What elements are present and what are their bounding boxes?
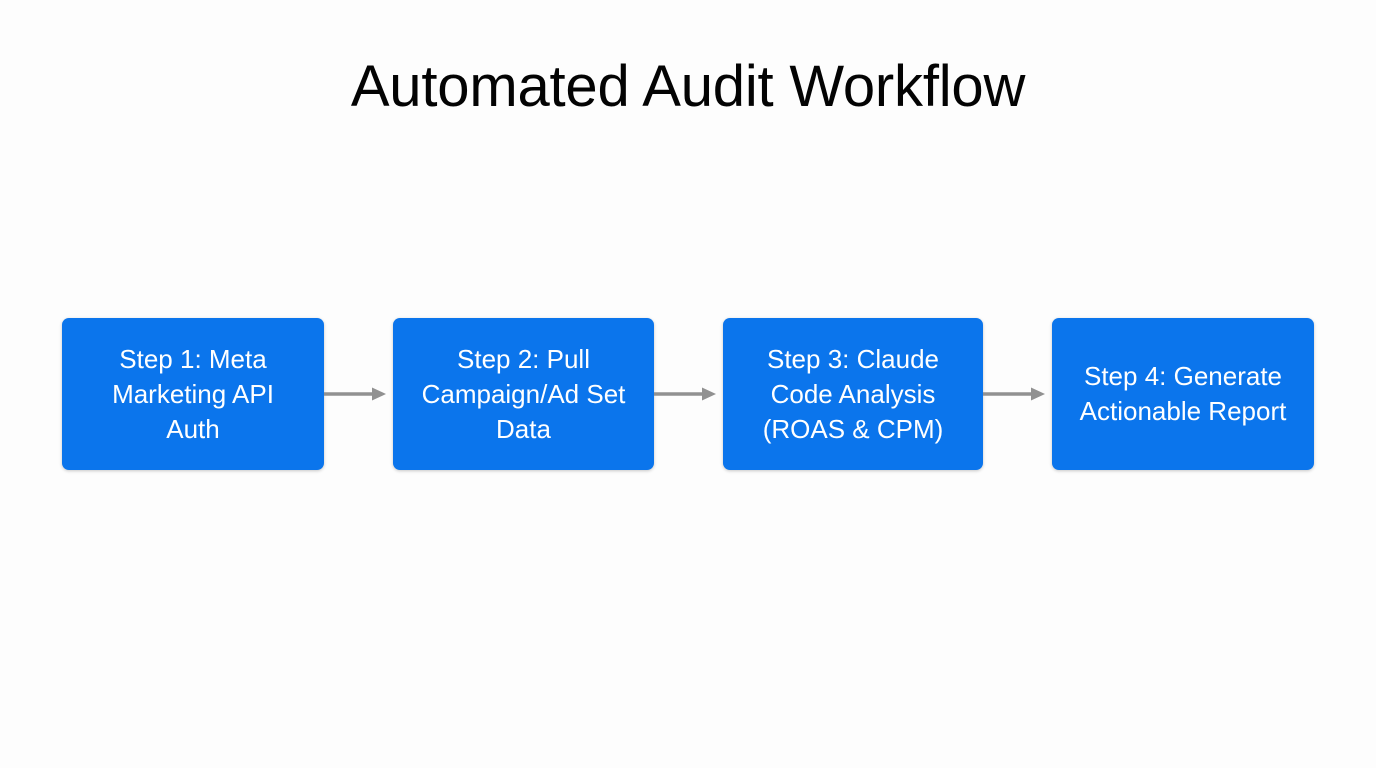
flow-node-step-2[interactable]: Step 2: Pull Campaign/Ad Set Data (393, 318, 654, 470)
page-title: Automated Audit Workflow (350, 54, 1026, 119)
flow-node-label: Step 4: Generate Actionable Report (1079, 361, 1287, 426)
flow-node-step-3[interactable]: Step 3: Claude Code Analysis (ROAS & CPM… (723, 318, 983, 470)
flow-node-step-1[interactable]: Step 1: Meta Marketing API Auth (62, 318, 324, 470)
workflow-flowchart: Step 1: Meta Marketing API Auth Step 2: … (62, 318, 1314, 470)
arrow-right-icon (324, 386, 393, 402)
arrow-right-icon (654, 386, 723, 402)
flow-node-step-4[interactable]: Step 4: Generate Actionable Report (1052, 318, 1314, 470)
flow-node-label: Step 3: Claude Code Analysis (ROAS & CPM… (762, 343, 944, 444)
arrow-right-icon (983, 386, 1052, 402)
flow-node-label: Step 1: Meta Marketing API Auth (112, 343, 274, 444)
flow-node-label: Step 2: Pull Campaign/Ad Set Data (421, 343, 626, 444)
